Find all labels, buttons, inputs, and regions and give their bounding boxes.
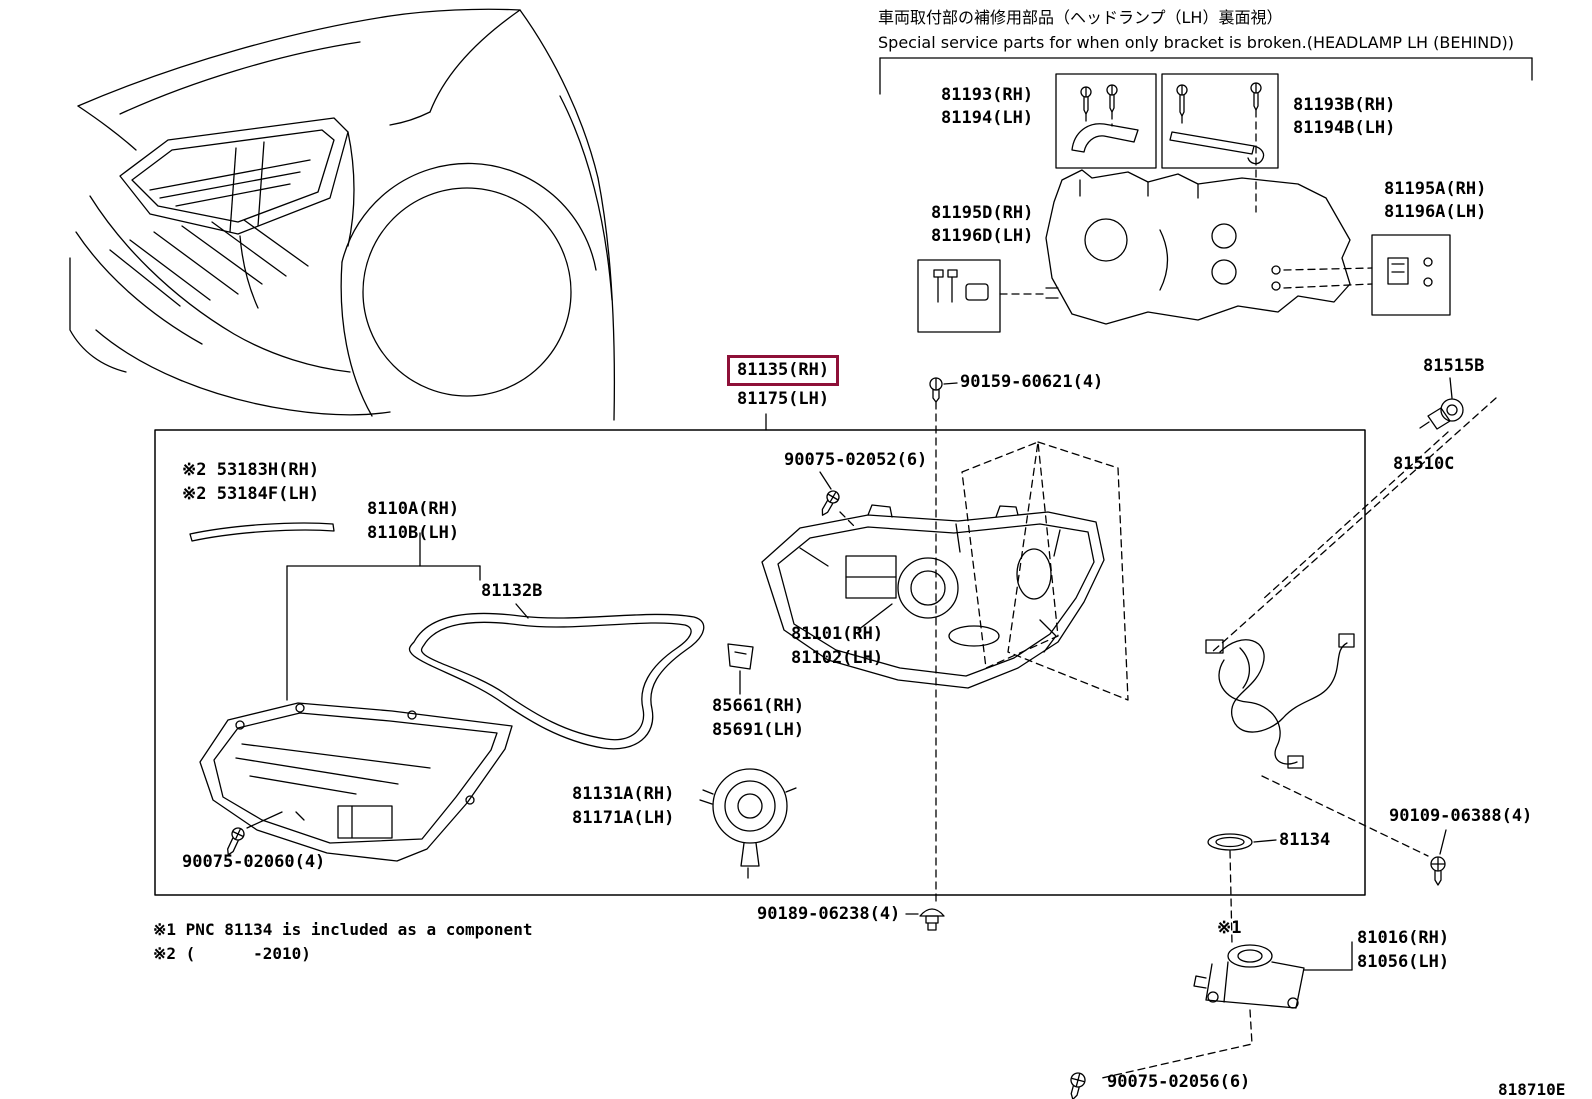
part-label-81194b-lh[interactable]: 81194B(LH): [1293, 118, 1396, 138]
socket-drawing-81131a: [702, 768, 797, 879]
footnote-ref-1-marker: ※1: [1217, 918, 1242, 938]
part-label-81102-lh[interactable]: 81102(LH): [791, 648, 884, 668]
part-label-90075-02060[interactable]: 90075-02060(4): [182, 852, 326, 872]
screw-icon: [1080, 86, 1092, 115]
part-label-81510c[interactable]: 81510C: [1393, 454, 1455, 474]
section-title-english: Special service parts for when only brac…: [878, 33, 1515, 52]
part-label-85691-lh[interactable]: 85691(LH): [712, 720, 805, 740]
main-diagram-box: [154, 429, 1366, 896]
diagram-code: 818710E: [1498, 1080, 1566, 1099]
part-label-81135-rh-highlighted[interactable]: 81135(RH): [727, 355, 840, 387]
gasket-drawing: [408, 612, 705, 750]
bracket-drawing-81193b: [1169, 131, 1255, 155]
part-label-90075-02052[interactable]: 90075-02052(6): [784, 450, 928, 470]
part-label-81195a-rh[interactable]: 81195A(RH): [1384, 179, 1487, 199]
part-label-53183h-rh[interactable]: ※2 53183H(RH): [182, 460, 320, 480]
part-box-81195d: [917, 259, 1001, 333]
socket-drawing-81515b: [1419, 398, 1464, 430]
part-label-81194-lh[interactable]: 81194(LH): [941, 108, 1034, 128]
part-label-90189-06238[interactable]: 90189-06238(4): [757, 904, 901, 924]
part-box-81193: [1055, 73, 1157, 169]
screw-icon: [1106, 84, 1118, 113]
part-label-81196d-lh[interactable]: 81196D(LH): [931, 226, 1034, 246]
part-label-90159-60621[interactable]: 90159-60621(4): [960, 372, 1104, 392]
screw-90159-icon: [929, 377, 943, 403]
part-label-81016-rh[interactable]: 81016(RH): [1357, 928, 1450, 948]
part-label-85661-rh[interactable]: 85661(RH): [712, 696, 805, 716]
bolt-icon: [947, 269, 958, 303]
service-parts-drawing: [879, 57, 1533, 333]
mount-panels-dashed: [961, 441, 1129, 701]
section-title-japanese: 車両取付部の補修用部品（ヘッドランプ（LH）裏面視）: [878, 8, 1283, 27]
screw-icon: [1176, 84, 1188, 117]
part-label-81193-rh[interactable]: 81193(RH): [941, 85, 1034, 105]
moulding-strip-drawing: [189, 522, 335, 542]
dashed-connectors: [839, 109, 1497, 1079]
part-label-8110b-lh[interactable]: 8110B(LH): [367, 523, 460, 543]
part-label-81134[interactable]: 81134: [1279, 830, 1331, 850]
part-label-90075-02056[interactable]: 90075-02056(6): [1107, 1072, 1251, 1092]
part-label-81175-lh[interactable]: 81175(LH): [737, 389, 830, 409]
part-label-81515b[interactable]: 81515B: [1423, 356, 1485, 376]
harness-drawing: [1205, 633, 1355, 769]
retainer-ring-drawing-81134: [1207, 833, 1253, 851]
leader-lines: [246, 377, 1453, 971]
footnote-2: ※2 ( -2010): [153, 944, 311, 963]
part-label-81193b-rh[interactable]: 81193B(RH): [1293, 95, 1396, 115]
part-box-81193b: [1161, 73, 1279, 169]
screw-90075-02060-icon: [227, 827, 245, 856]
footnote-1: ※1 PNC 81134 is included as a component: [153, 920, 533, 939]
screw-icon: [1250, 82, 1262, 111]
part-label-81171a-lh[interactable]: 81171A(LH): [572, 808, 675, 828]
part-label-53184f-lh[interactable]: ※2 53184F(LH): [182, 484, 320, 504]
part-label-81132b[interactable]: 81132B: [481, 581, 543, 601]
part-label-81056-lh[interactable]: 81056(LH): [1357, 952, 1450, 972]
screw-90075-02052-icon: [821, 490, 840, 516]
part-label-90109-06388[interactable]: 90109-06388(4): [1389, 806, 1533, 826]
lens-unit-drawing: [199, 702, 513, 862]
part-box-81195a: [1371, 234, 1451, 316]
spacer-drawing: [965, 283, 989, 301]
part-label-81101-rh[interactable]: 81101(RH): [791, 624, 884, 644]
bolt-icon: [933, 269, 944, 303]
screw-90109-icon: [1430, 856, 1446, 886]
clip-drawing-85661: [727, 643, 754, 670]
part-label-81196a-lh[interactable]: 81196A(LH): [1384, 202, 1487, 222]
car-front-sketch: [69, 8, 616, 421]
clip-drawing-81195a: [1387, 257, 1409, 285]
housing-drawing: [761, 504, 1105, 689]
grommet-90189-icon: [919, 908, 945, 931]
part-label-81195d-rh[interactable]: 81195D(RH): [931, 203, 1034, 223]
bracket-drawing-81193: [1071, 123, 1139, 153]
part-label-8110a-rh[interactable]: 8110A(RH): [367, 499, 460, 519]
ballast-unit-drawing-81016: [1193, 944, 1305, 1009]
part-label-81131a-rh[interactable]: 81131A(RH): [572, 784, 675, 804]
screw-90075-02056-icon: [1070, 1072, 1086, 1099]
